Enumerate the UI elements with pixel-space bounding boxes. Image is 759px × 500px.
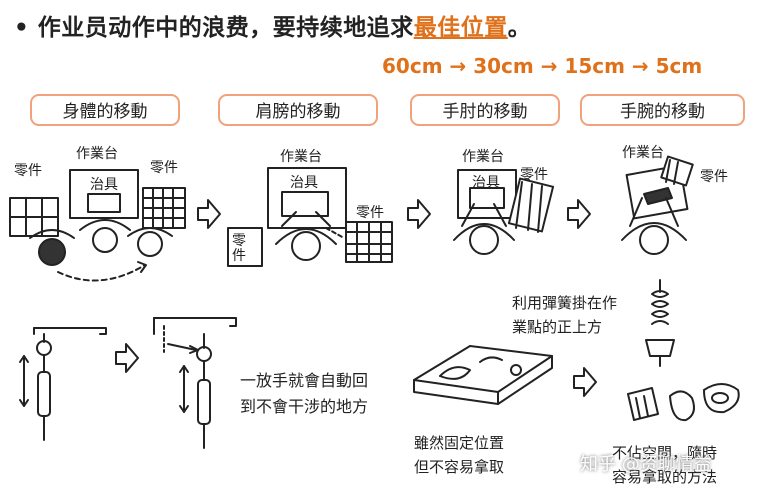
tool-balancer-after [153, 317, 237, 449]
caption-line: 但不容易拿取 [414, 458, 505, 476]
stage3-figure [453, 169, 555, 255]
stage-label-body: 身體的移動 [30, 94, 180, 126]
caption-line: 業點的正上方 [512, 318, 603, 336]
arrow-right-icon [573, 367, 597, 397]
stage-label-shoulder: 肩膀的移動 [218, 94, 378, 126]
stage1-figure [9, 169, 186, 282]
stage-label-wrist: 手腕的移動 [580, 94, 745, 126]
distance-progression: 60cm → 30cm → 15cm → 5cm [382, 54, 703, 78]
stage-label-elbow: 手肘的移動 [410, 94, 560, 126]
tool-balancer-before [19, 327, 107, 441]
caption-line: 一放手就會自動回 [240, 371, 369, 390]
stage2-figure [227, 167, 393, 267]
arrow-right-icon [567, 199, 591, 229]
parts-bins [627, 383, 740, 422]
title-suffix: 。 [507, 15, 532, 41]
label-parts: 零件 [700, 169, 728, 185]
label-workbench: 作業台 [462, 149, 504, 165]
watermark: 知乎 @资聊情益 [580, 454, 712, 475]
spring-hung-tool [645, 279, 675, 367]
title-prefix: 作业员动作中的浪费，要持续地追求 [37, 15, 414, 41]
arrow-right-icon [407, 199, 431, 229]
label-parts: 零件 [520, 167, 548, 183]
label-parts: 零件 [14, 163, 42, 179]
label-parts: 零件 [150, 160, 178, 176]
label-fixture: 治具 [90, 177, 118, 193]
caption-line: 雖然固定位置 [414, 434, 505, 452]
arrow-right-icon [197, 199, 221, 229]
caption-line: 到不會干涉的地方 [240, 397, 369, 416]
caption-line: 利用彈簧掛在作 [512, 294, 618, 312]
label-workbench: 作業台 [280, 149, 322, 165]
stage4-figure [621, 155, 694, 255]
label-fixture: 治具 [290, 175, 318, 191]
title-bullet: • [14, 15, 30, 41]
label-fixture: 治具 [472, 175, 500, 191]
label-workbench: 作業台 [622, 145, 664, 161]
label-parts: 零件 [232, 233, 246, 264]
caption-line: 容易拿取的方法 [612, 468, 718, 486]
title-highlight: 最佳位置 [413, 15, 508, 41]
caption-line: 不佔空間，隨時 [612, 444, 718, 462]
label-parts: 零件 [356, 205, 384, 221]
arrow-right-icon [115, 343, 139, 373]
label-workbench: 作業台 [76, 146, 118, 162]
page-title: • 作业员动作中的浪费，要持续地追求最佳位置。 [14, 8, 531, 42]
parts-tray [413, 345, 553, 405]
